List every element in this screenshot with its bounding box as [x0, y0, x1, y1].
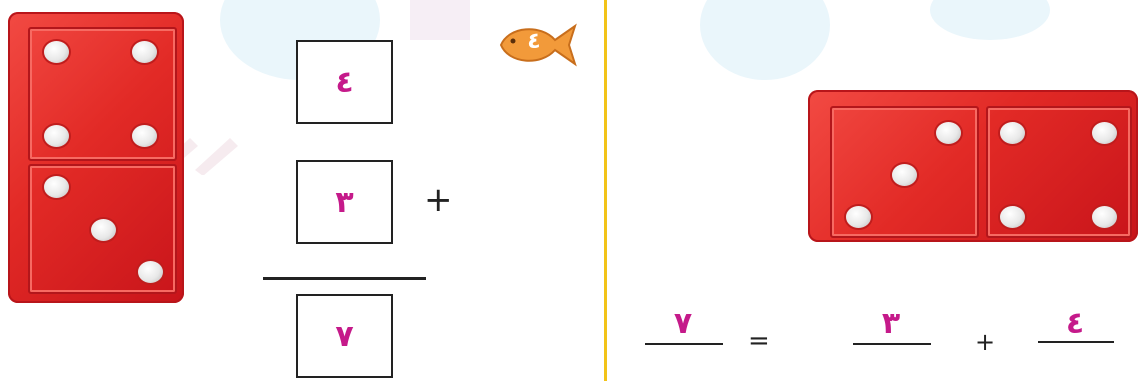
domino-bottom-face	[28, 164, 177, 294]
result-answer: ٧	[673, 306, 693, 341]
sum-line	[263, 277, 426, 280]
divider	[604, 0, 607, 381]
watermark-shape	[930, 0, 1050, 40]
pip	[1092, 206, 1117, 228]
fish-badge-number: ٤	[527, 29, 541, 54]
plus-sign: +	[975, 328, 996, 356]
pip	[936, 122, 961, 144]
equals-sign: =	[748, 326, 770, 356]
domino-left-face	[830, 106, 979, 238]
addend-a-answer: ٣	[881, 306, 901, 341]
pip	[846, 206, 871, 228]
pip	[138, 261, 163, 283]
pip	[1092, 122, 1117, 144]
addend-b-line	[1038, 341, 1114, 343]
pip	[44, 176, 69, 198]
pip	[132, 41, 157, 63]
pip	[1000, 206, 1025, 228]
watermark-shape	[410, 0, 470, 40]
domino-horizontal	[808, 90, 1138, 242]
top-number-box: ٤	[296, 40, 393, 124]
fish-icon: ٤	[497, 20, 581, 70]
pip	[44, 125, 69, 147]
domino-right-face	[986, 106, 1132, 238]
domino-vertical	[8, 12, 184, 303]
pip	[44, 41, 69, 63]
addend-a-line	[853, 343, 931, 345]
pip	[132, 125, 157, 147]
domino-top-face	[28, 27, 177, 161]
result-number-box: ٧	[296, 294, 393, 378]
pip	[1000, 122, 1025, 144]
addend-b-answer: ٤	[1065, 306, 1085, 341]
watermark-shape	[700, 0, 830, 80]
pip	[892, 164, 917, 186]
pip	[91, 219, 116, 241]
middle-number-box: ٣	[296, 160, 393, 244]
result-answer-line	[645, 343, 723, 345]
plus-sign: +	[424, 180, 453, 220]
